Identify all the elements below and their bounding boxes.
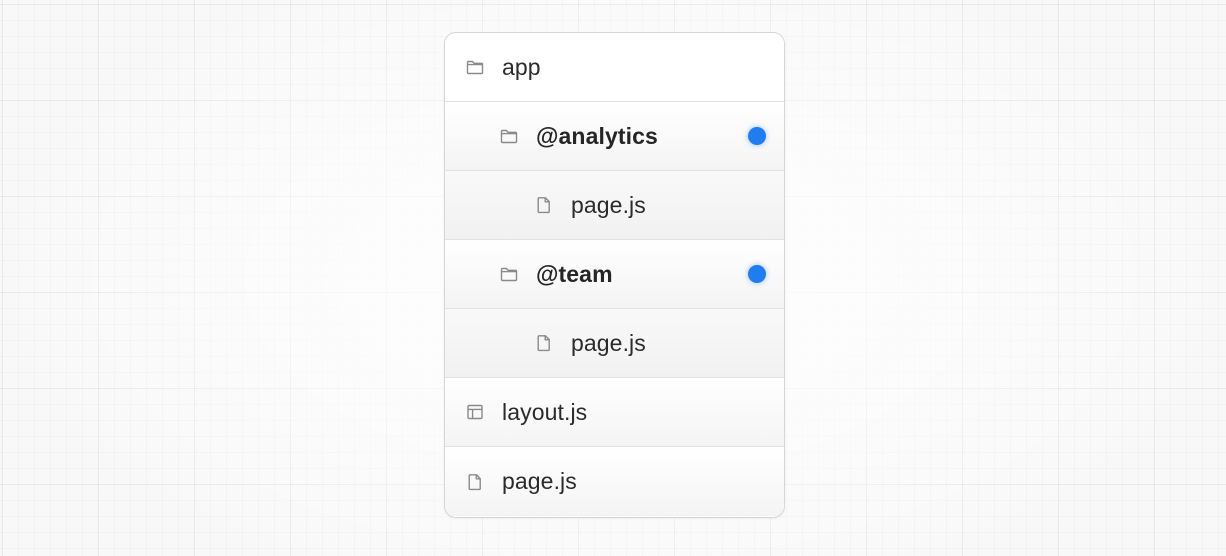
file-icon (465, 472, 485, 492)
tree-item-label: @analytics (536, 122, 658, 149)
tree-item-label: page.js (571, 329, 646, 356)
tree-item-label: @team (536, 260, 613, 287)
tree-item-label: page.js (502, 468, 577, 494)
file-icon (534, 333, 554, 353)
file-icon (534, 195, 554, 215)
tree-item-team-slot[interactable]: @team (445, 240, 784, 309)
folder-icon (499, 264, 519, 284)
tree-item-label: page.js (571, 191, 646, 218)
tree-item-label: layout.js (502, 398, 588, 425)
folder-icon (465, 57, 485, 77)
slot-indicator-dot (748, 127, 766, 145)
tree-item-layout[interactable]: layout.js (445, 378, 784, 447)
tree-item-app[interactable]: app (445, 33, 784, 102)
tree-item-team-page[interactable]: page.js (445, 309, 784, 378)
tree-item-analytics-page[interactable]: page.js (445, 171, 784, 240)
tree-item-root-page[interactable]: page.js (445, 447, 784, 516)
slot-indicator-dot (748, 265, 766, 283)
file-tree: app @analytics page.js @team (444, 32, 785, 518)
folder-icon (499, 126, 519, 146)
tree-item-label: app (502, 53, 541, 80)
tree-item-analytics-slot[interactable]: @analytics (445, 102, 784, 171)
layout-icon (465, 402, 485, 422)
